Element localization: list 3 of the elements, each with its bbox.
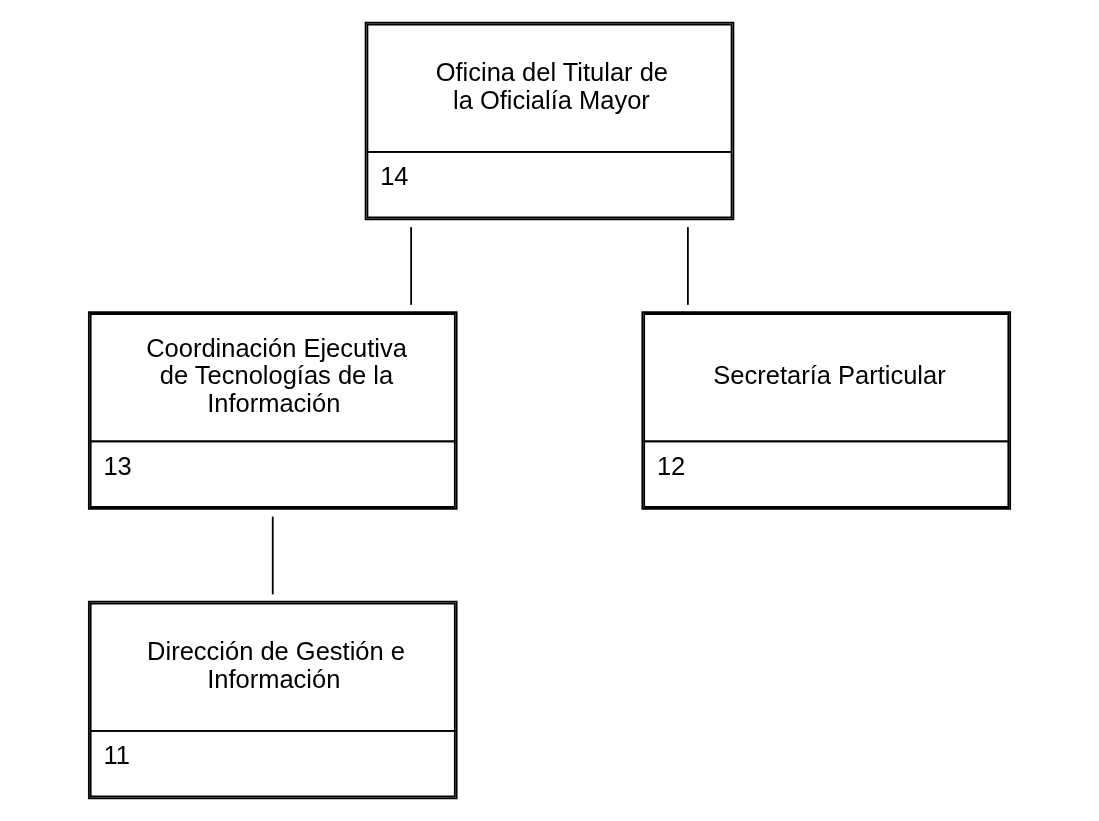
connector (271, 515, 274, 596)
connector (686, 226, 689, 306)
connector (410, 226, 413, 306)
